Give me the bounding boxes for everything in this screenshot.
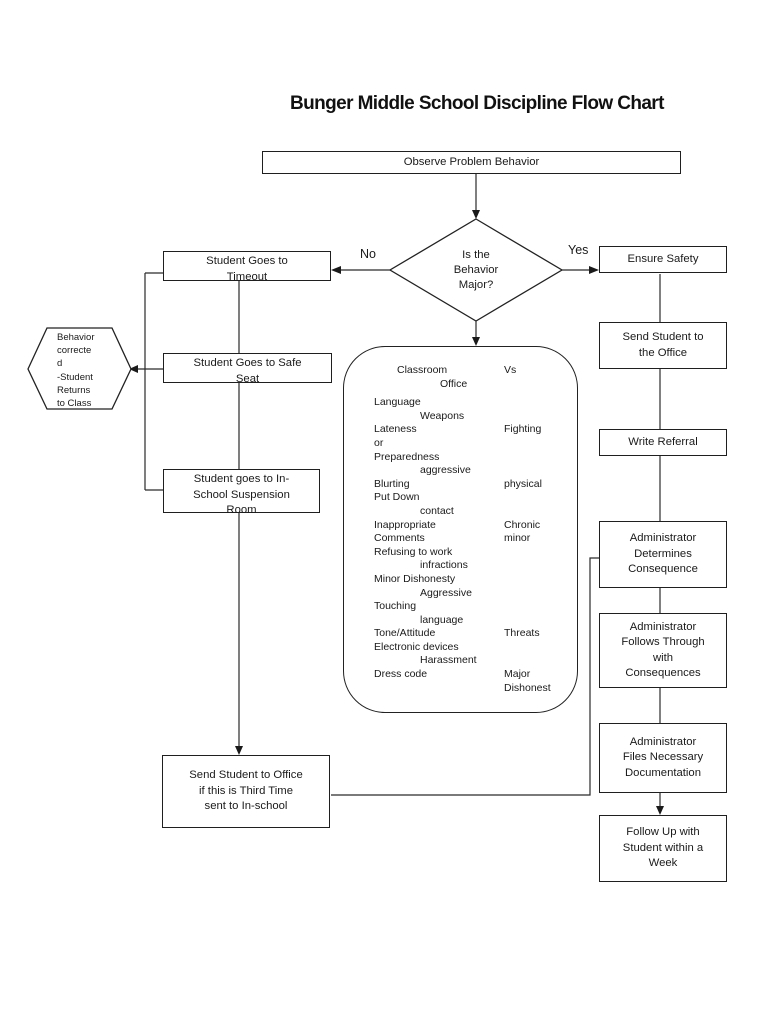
matrix-row: or — [344, 437, 577, 451]
matrix-left-text: infractions — [420, 559, 468, 572]
hexagon-behavior-corrected — [27, 327, 132, 410]
matrix-row: Comments minor — [344, 532, 577, 546]
node-student-timeout: Student Goes to Timeout — [163, 251, 331, 283]
matrix-left-text: Put Down — [374, 491, 420, 504]
matrix-row: Harassment — [344, 654, 577, 668]
matrix-left-text: Comments — [374, 532, 425, 545]
matrix-row: Tone/Attitude Threats — [344, 627, 577, 641]
node-student-in-school-suspension: Student goes to In- School Suspension Ro… — [163, 469, 320, 516]
matrix-left-text: Electronic devices — [374, 640, 459, 653]
matrix-row: Put Down — [344, 491, 577, 505]
matrix-left-text: Touching — [374, 600, 417, 613]
matrix-row: language — [344, 614, 577, 628]
matrix-right-text: Vs — [504, 364, 517, 376]
matrix-right-text: Chronic — [504, 518, 541, 531]
arrowhead-right-icon — [589, 266, 599, 274]
matrix-row: Lateness Fighting — [344, 423, 577, 437]
matrix-left-text: Aggressive — [420, 586, 472, 599]
matrix-left-text: Office — [440, 377, 468, 390]
matrix-left-text: Blurting — [374, 477, 410, 490]
node-admin-follows-through: Administrator Follows Through with Conse… — [599, 613, 727, 688]
page-title: Bunger Middle School Discipline Flow Cha… — [290, 93, 664, 114]
matrix-row: Preparedness — [344, 451, 577, 465]
matrix-left-text: aggressive — [420, 464, 471, 477]
matrix-row: Electronic devices — [344, 641, 577, 655]
edge-label-yes: Yes — [568, 243, 589, 257]
matrix-row: Blurting physical — [344, 478, 577, 492]
arrowhead-down-icon — [472, 337, 480, 346]
hexagon-text: Behavior correcte d -Student Returns to … — [57, 332, 95, 410]
matrix-left-text: Language — [374, 396, 421, 409]
node-observe-problem-behavior: Observe Problem Behavior — [262, 151, 681, 174]
node-admin-files-documentation: Administrator Files Necessary Documentat… — [599, 723, 727, 793]
matrix-left-text: Inappropriate — [374, 518, 436, 531]
node-follow-up-week: Follow Up with Student within a Week — [599, 815, 727, 882]
edge-third-to-admin — [331, 557, 601, 796]
matrix-row: Minor Dishonesty — [344, 573, 577, 587]
matrix-row: infractions — [344, 559, 577, 573]
matrix-row: Classroom Vs — [344, 364, 577, 378]
matrix-left-text: Tone/Attitude — [374, 627, 436, 640]
decision-text: Is the Behavior Major? — [453, 249, 499, 291]
matrix-row: Dress code Major — [344, 668, 577, 682]
matrix-left-text: Weapons — [420, 409, 465, 422]
matrix-right-text: Dishonest — [504, 681, 551, 694]
matrix-right-text: physical — [504, 477, 542, 490]
matrix-left-text: contact — [420, 504, 454, 517]
matrix-left-text: Minor Dishonesty — [374, 572, 456, 585]
matrix-left-text: Refusing to work — [374, 545, 453, 558]
edge-label-no: No — [360, 247, 376, 261]
matrix-left-text: Dress code — [374, 668, 428, 681]
matrix-row: Weapons — [344, 410, 577, 424]
matrix-right-text: Fighting — [504, 423, 542, 436]
matrix-left-text: Lateness — [374, 423, 417, 436]
matrix-row: aggressive — [344, 464, 577, 478]
matrix-row: Inappropriate Chronic — [344, 519, 577, 533]
matrix-left-text: Harassment — [420, 654, 477, 667]
node-admin-determines-consequence: Administrator Determines Consequence — [599, 521, 727, 588]
node-student-safe-seat: Student Goes to Safe Seat — [163, 353, 332, 385]
matrix-row: Language — [344, 396, 577, 410]
arrowhead-down-icon — [656, 806, 664, 815]
node-send-office-third-time: Send Student to Office if this is Third … — [162, 755, 330, 828]
matrix-left-text: Preparedness — [374, 450, 440, 463]
matrix-row: Office — [344, 378, 577, 392]
node-send-student-office: Send Student to the Office — [599, 322, 727, 369]
matrix-left-text: or — [374, 436, 384, 449]
matrix-row: Aggressive — [344, 587, 577, 601]
matrix-row: Refusing to work — [344, 546, 577, 560]
matrix-left-text: language — [420, 613, 464, 626]
matrix-right-text: Major — [504, 668, 531, 681]
node-write-referral: Write Referral — [599, 429, 727, 456]
arrowhead-left-icon — [129, 365, 138, 373]
matrix-row: contact — [344, 505, 577, 519]
arrowhead-down-icon — [472, 210, 480, 219]
matrix-right-text: Threats — [504, 627, 540, 640]
node-ensure-safety: Ensure Safety — [599, 246, 727, 273]
arrowhead-down-icon — [235, 746, 243, 755]
matrix-right-text: minor — [504, 532, 531, 545]
matrix-left-text: Classroom — [397, 364, 448, 376]
matrix-row: Touching — [344, 600, 577, 614]
arrowhead-left-icon — [331, 266, 341, 274]
matrix-row: Dishonest — [344, 682, 577, 696]
